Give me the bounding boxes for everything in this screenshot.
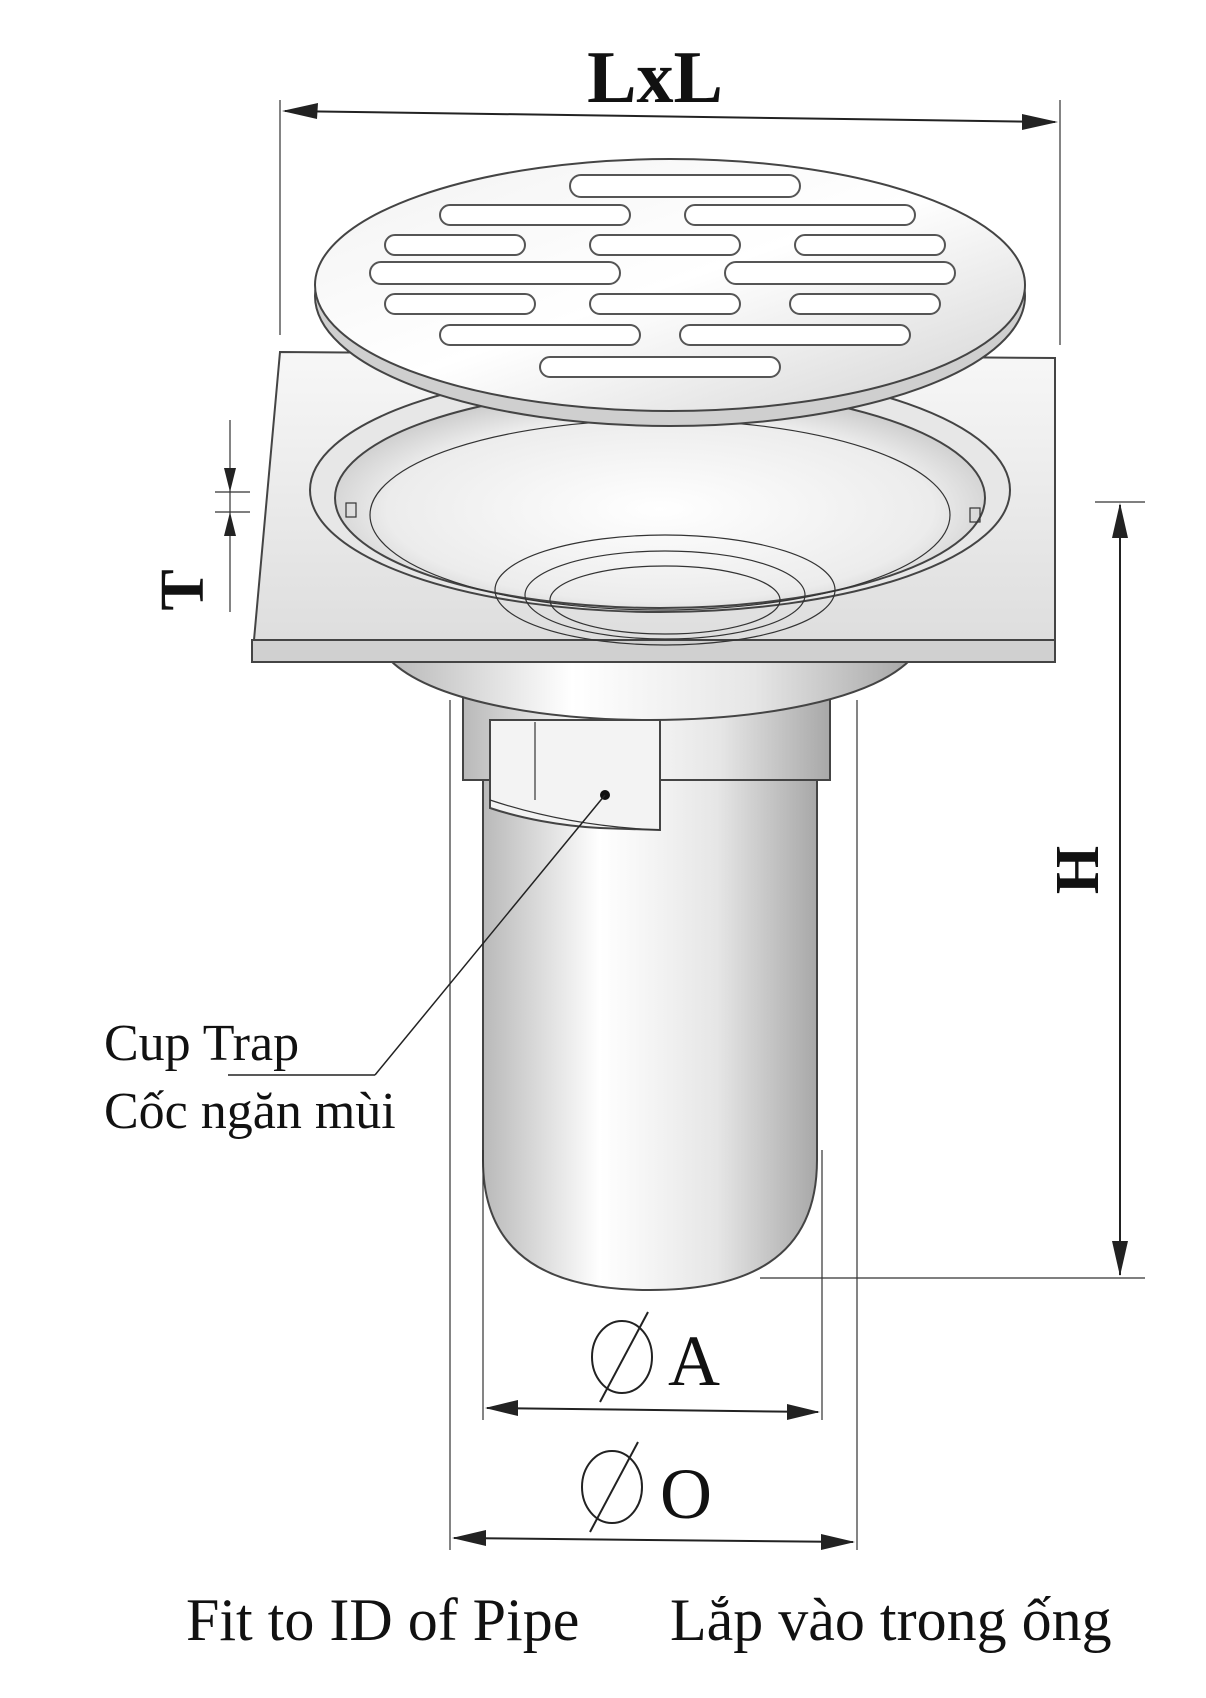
cup-window [489,719,661,832]
cup-trap-shape [482,699,818,1292]
dimension-lxl [279,100,1061,345]
label-dia-a: A [668,1321,720,1401]
label-dia-o: O [660,1454,712,1534]
dimension-t [215,420,250,612]
round-grate [314,158,1026,427]
label-cup-trap-vi: Cốc ngăn mùi [104,1083,396,1140]
label-fit-en: Fit to ID of Pipe [186,1587,579,1653]
label-cup-trap-en: Cup Trap [104,1015,299,1072]
cup-trap-leader [228,794,606,1076]
dimension-a [482,1150,823,1420]
dimension-o [449,700,858,1550]
label-lxl: LxL [587,37,723,119]
label-h: H [1044,846,1112,894]
neck-cone [387,659,913,722]
label-t: T [149,569,217,610]
label-fit-vi: Lắp vào trong ống [670,1587,1112,1653]
grate-slots [369,174,956,378]
dimension-h [760,501,1145,1279]
drain-body [387,639,913,1292]
